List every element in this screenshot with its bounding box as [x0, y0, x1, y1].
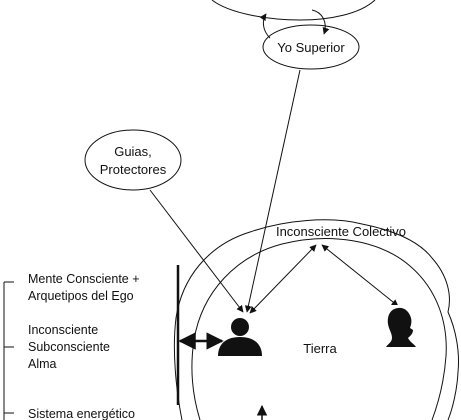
layer-2-line-3: Alma [28, 357, 57, 371]
layer-1-line-1: Mente Consciente + [28, 272, 140, 286]
top-ellipse [211, 0, 376, 21]
earth-label: Tierra [303, 341, 337, 356]
guides-label-line1: Guias, [114, 144, 152, 159]
top-curved-arrow-left [259, 13, 271, 39]
higher-self-to-person-line [244, 69, 301, 313]
layer-1-line-2: Arquetipos del Ego [28, 289, 134, 303]
higher-self-node [262, 24, 360, 70]
layer-3-line-1: Sistema energético [28, 407, 135, 420]
collective-unconscious-boundary [173, 219, 459, 420]
layer-bracket [3, 281, 14, 420]
higher-self-label: Yo Superior [277, 40, 345, 55]
woman-profile-icon [384, 305, 422, 349]
collective-woman-arrow [321, 244, 399, 307]
guides-label-line2: Protectores [100, 162, 167, 177]
person-collective-arrow [249, 244, 317, 314]
person-silhouette-icon [218, 318, 262, 356]
collective-label: Inconsciente Colectivo [276, 224, 406, 239]
layer-2-line-1: Inconsciente [28, 323, 98, 337]
top-curved-arrow-right [311, 9, 330, 35]
layer-2-line-2: Subconsciente [28, 340, 110, 354]
guides-node [84, 129, 182, 191]
guides-to-person-line [149, 189, 244, 313]
